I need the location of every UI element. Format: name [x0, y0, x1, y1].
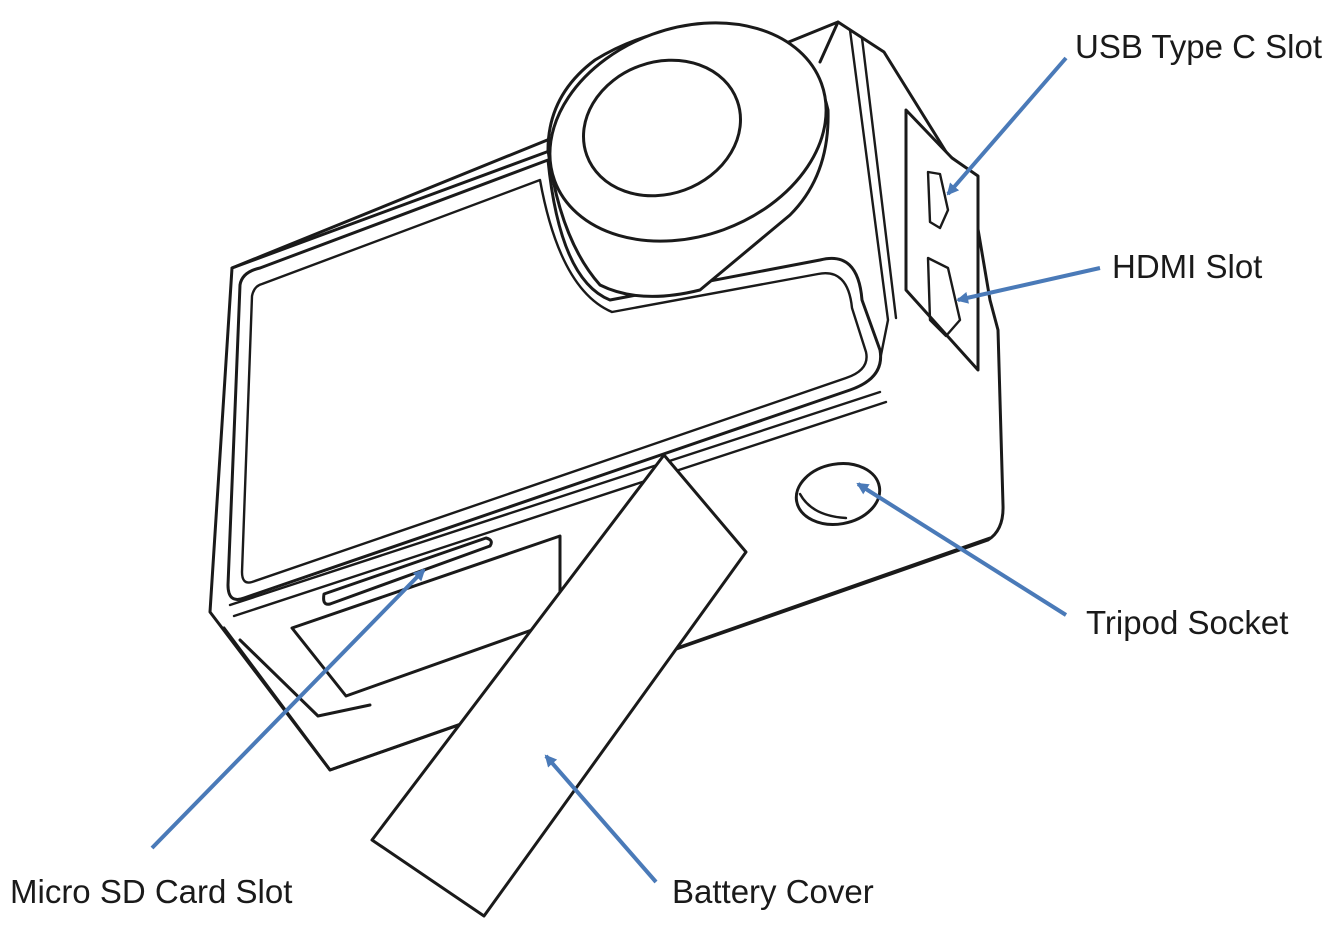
hdmi-arrow: [956, 266, 1101, 304]
tripod-label: Tripod Socket: [1086, 604, 1288, 641]
battery-label: Battery Cover: [672, 873, 874, 910]
lens-glass: [582, 58, 742, 198]
camera-bottom-edge: [222, 536, 992, 772]
tripod-socket: [794, 462, 882, 526]
usb-port-opening: [926, 170, 950, 230]
camera-top-edge-rear: [818, 20, 840, 64]
port-panel-outline: [904, 108, 980, 372]
camera-screen: [226, 158, 888, 618]
camera-side-line: [848, 28, 890, 362]
screen-inner: [240, 178, 868, 584]
tripod-socket-rim: [794, 462, 882, 526]
battery-cover-part: [370, 453, 748, 918]
callout-arrows: [150, 56, 1101, 884]
callout-labels: USB Type C Slot HDMI Slot Tripod Socket …: [10, 28, 1322, 910]
battery-arrow: [544, 754, 658, 884]
hdmi-label: HDMI Slot: [1112, 248, 1262, 285]
sd-label: Micro SD Card Slot: [10, 873, 292, 910]
usb-label: USB Type C Slot: [1075, 28, 1322, 65]
usb-arrow: [946, 56, 1068, 196]
camera-top-edge: [230, 148, 554, 270]
sd-card-slot: [322, 536, 493, 606]
hdmi-port-opening: [926, 256, 962, 338]
port-panel: [904, 108, 980, 372]
tripod-socket-inner: [798, 492, 848, 520]
screen-outer: [226, 158, 883, 601]
battery-cover-flap: [370, 453, 748, 918]
camera-side-line-2: [860, 36, 898, 320]
tripod-arrow: [856, 482, 1068, 617]
sd-slot-opening: [322, 536, 493, 606]
sd-arrow: [150, 568, 426, 850]
camera-lens: [546, 21, 830, 298]
screen-edge-bottom-2: [232, 400, 888, 618]
camera-bottom-inner-edge: [238, 638, 372, 718]
screen-edge-bottom: [228, 390, 882, 607]
